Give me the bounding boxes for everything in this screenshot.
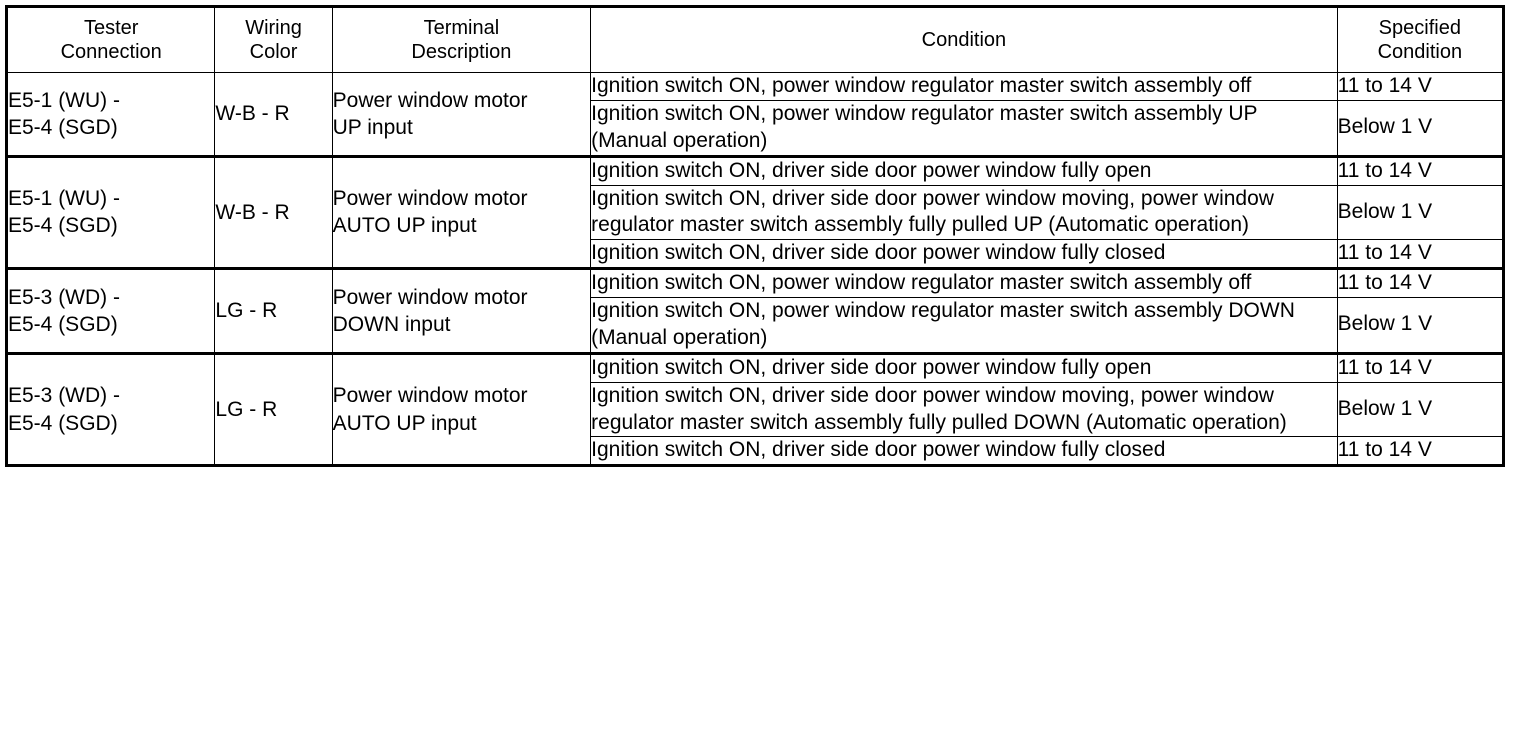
cell-condition: Ignition switch ON, power window regulat… [590,72,1338,101]
header-line-1: Wiring [245,16,302,39]
inspection-spec-table: Tester Connection Wiring Color Terminal … [5,5,1505,468]
cell-tester-connection: E5-3 (WD) - E5-4 (SGD) [5,351,216,467]
cell-condition: Ignition switch ON, power window regulat… [590,99,1338,157]
header-line-2: Description [411,41,512,63]
cell-terminal-description: Power window motor DOWN input [331,267,592,354]
tester-line-2: E5-4 (SGD) [8,214,118,238]
cell-terminal-description: Power window motor AUTO UP input [331,351,592,467]
tester-line-1: E5-3 (WD) - [8,285,120,309]
cell-tester-connection: E5-1 (WU) - E5-4 (SGD) [5,154,216,270]
table-row: E5-3 (WD) - E5-4 (SGD) LG - R Power wind… [5,351,1505,467]
table-row: Ignition switch ON, driver side door pow… [7,381,1505,438]
cell-specified-condition: Below 1 V [1336,184,1505,241]
tester-line-2: E5-4 (SGD) [8,115,118,139]
table-row: Ignition switch ON, driver side door pow… [7,436,1505,467]
cell-wiring-color: W-B - R [214,72,333,157]
header-line-1: Condition [921,28,1007,51]
terminal-line-2: DOWN input [332,312,451,336]
cell-condition: Ignition switch ON, power window regulat… [590,297,1338,354]
terminal-line-2: UP input [332,115,413,139]
cell-specified-condition: 11 to 14 V [1336,267,1505,298]
column-header-condition: Condition [590,6,1338,73]
cell-specified-condition: Below 1 V [1336,297,1505,354]
cell-condition: Ignition switch ON, driver side door pow… [590,154,1338,186]
table-row: E5-1 (WU) - E5-4 (SGD) W-B - R Power win… [5,154,1505,270]
column-header-terminal-description: Terminal Description [331,6,592,73]
cell-specified-condition: 11 to 14 V [1336,72,1505,101]
cell-condition: Ignition switch ON, power window regulat… [590,267,1338,298]
cell-condition: Ignition switch ON, driver side door pow… [590,184,1338,241]
cell-wiring-color: LG - R [214,267,333,354]
tester-line-2: E5-4 (SGD) [8,312,118,336]
cell-specified-condition: Below 1 V [1336,381,1505,438]
tester-line-1: E5-3 (WD) - [8,384,120,408]
cell-specified-condition: 11 to 14 V [1336,351,1505,383]
terminal-line-1: Power window motor [332,384,528,408]
terminal-line-2: AUTO UP input [332,411,477,435]
table-body: E5-1 (WU) - E5-4 (SGD) W-B - R Power win… [5,72,1505,467]
column-header-tester-connection: Tester Connection [5,6,216,73]
tester-line-1: E5-1 (WU) - [8,88,120,112]
cell-specified-condition: 11 to 14 V [1336,239,1505,270]
table-row: Ignition switch ON, power window regulat… [7,99,1505,157]
cell-condition: Ignition switch ON, driver side door pow… [590,351,1338,383]
header-line-2: Connection [60,41,162,63]
cell-condition: Ignition switch ON, driver side door pow… [590,239,1338,270]
terminal-line-1: Power window motor [332,285,528,309]
table-header: Tester Connection Wiring Color Terminal … [5,6,1505,73]
table-row: E5-1 (WU) - E5-4 (SGD) W-B - R Power win… [5,72,1505,157]
cell-specified-condition: Below 1 V [1336,99,1505,157]
cell-wiring-color: W-B - R [214,154,333,270]
column-header-specified-condition: Specified Condition [1336,6,1505,73]
cell-specified-condition: 11 to 14 V [1336,154,1505,186]
cell-specified-condition: 11 to 14 V [1336,436,1505,467]
terminal-line-1: Power window motor [332,187,528,211]
terminal-line-1: Power window motor [332,88,528,112]
cell-terminal-description: Power window motor UP input [331,72,592,157]
cell-tester-connection: E5-3 (WD) - E5-4 (SGD) [5,267,216,354]
tester-line-1: E5-1 (WU) - [8,187,120,211]
table-row: Ignition switch ON, driver side door pow… [7,239,1505,270]
cell-condition: Ignition switch ON, driver side door pow… [590,381,1338,438]
cell-terminal-description: Power window motor AUTO UP input [331,154,592,270]
table-row: E5-3 (WD) - E5-4 (SGD) LG - R Power wind… [5,267,1505,354]
tester-line-2: E5-4 (SGD) [8,411,118,435]
header-line-1: Terminal [423,16,500,39]
header-line-1: Tester [83,16,139,39]
cell-tester-connection: E5-1 (WU) - E5-4 (SGD) [5,72,216,157]
header-line-2: Color [249,41,298,63]
table-row: Ignition switch ON, driver side door pow… [7,184,1505,241]
header-row: Tester Connection Wiring Color Terminal … [5,6,1505,73]
header-line-1: Specified [1378,16,1461,39]
spec-table-container: Tester Connection Wiring Color Terminal … [5,5,1505,745]
column-header-wiring-color: Wiring Color [214,6,333,73]
header-line-2: Condition [1377,41,1463,63]
cell-condition: Ignition switch ON, driver side door pow… [590,436,1338,467]
terminal-line-2: AUTO UP input [332,214,477,238]
table-row: Ignition switch ON, power window regulat… [7,297,1505,354]
cell-wiring-color: LG - R [214,351,333,467]
